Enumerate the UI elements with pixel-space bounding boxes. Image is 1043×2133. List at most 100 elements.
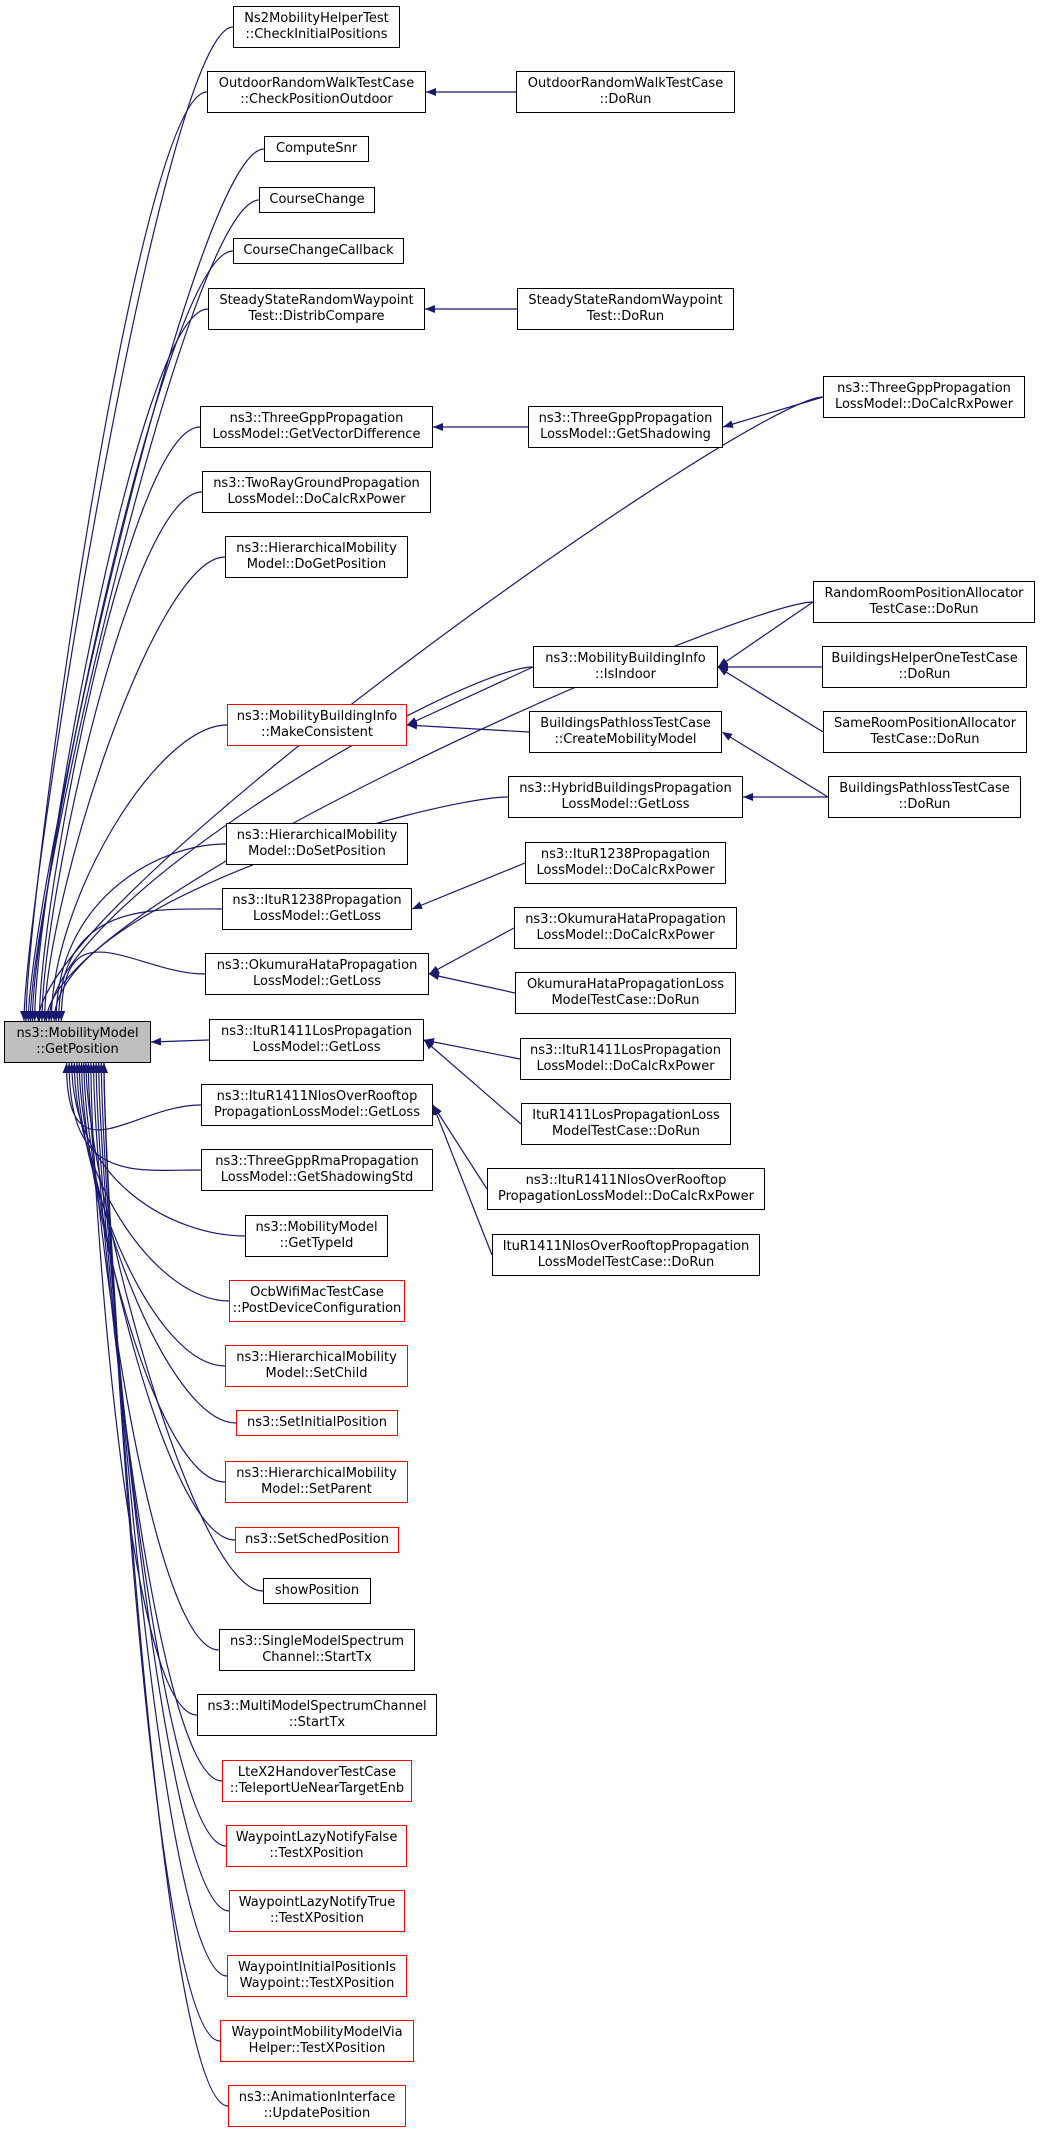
node-hierarchicalmobilitymodel-setparent[interactable]: ns3::HierarchicalMobility Model::SetPare… (225, 1461, 408, 1503)
node-coursechange[interactable]: CourseChange (259, 187, 375, 213)
edge-n23-to-root (72, 1062, 226, 1367)
node-waypointmobilitymodelviahelper-testxposition[interactable]: WaypointMobilityModelVia Helper::TestXPo… (220, 2020, 414, 2062)
node-ocbwifimactestcase-postdeviceconfiguration[interactable]: OcbWifiMacTestCase ::PostDeviceConfigura… (229, 1280, 405, 1322)
node-line-2: ::StartTx (288, 1715, 346, 1730)
node-steadystaterandomwaypointtest-dorun[interactable]: SteadyStateRandomWaypoint Test::DoRun (517, 288, 734, 330)
node-mobilitybuildinginfo-isindoor[interactable]: ns3::MobilityBuildingInfo ::IsIndoor (533, 646, 718, 688)
node-itur1411nlosoverrooftoppropagationlossmodel-getloss[interactable]: ns3::ItuR1411NlosOverRooftop Propagation… (201, 1084, 433, 1126)
node-ns2mobilityhelpertest-checkinitialpositions[interactable]: Ns2MobilityHelperTest ::CheckInitialPosi… (233, 6, 400, 48)
node-line-2: LossModel::GetShadowing (540, 427, 711, 442)
node-line-1: ns3::MultiModelSpectrumChannel (207, 1699, 427, 1714)
node-steadystaterandomwaypointtest-distribcompare[interactable]: SteadyStateRandomWaypoint Test::DistribC… (208, 288, 425, 330)
node-line-2: TestCase::DoRun (869, 602, 979, 617)
node-hybridbuildingspropagationlossmodel-getloss[interactable]: ns3::HybridBuildingsPropagation LossMode… (508, 776, 743, 818)
node-computesnr[interactable]: ComputeSnr (264, 136, 369, 162)
node-threegpppropagationlossmodel-docalcrxpower[interactable]: ns3::ThreeGppPropagation LossModel::DoCa… (823, 376, 1025, 418)
node-line-1: ns3::ItuR1411NlosOverRooftop (216, 1089, 418, 1104)
node-waypointinitialpositioniswaypoint-testxposition[interactable]: WaypointInitialPositionIs Waypoint::Test… (227, 1955, 407, 1997)
node-line-1: ns3::MobilityModel (16, 1026, 139, 1041)
node-mobilitybuildinginfo-makeconsistent[interactable]: ns3::MobilityBuildingInfo ::MakeConsiste… (227, 704, 407, 746)
node-itur1238propagationlossmodel-getloss[interactable]: ns3::ItuR1238Propagation LossModel::GetL… (222, 888, 412, 930)
edge-n17-to-root (57, 951, 206, 1022)
node-line-1: ns3::ItuR1411NlosOverRooftop (525, 1173, 727, 1188)
node-okumurahatapropagationlossmodel-getloss[interactable]: ns3::OkumuraHataPropagation LossModel::G… (205, 953, 429, 995)
node-itur1411nlosoverrooftoppropagationlossmodeltestcase-dorun[interactable]: ItuR1411NlosOverRooftopPropagation LossM… (492, 1234, 760, 1276)
node-okumurahatapropagationlossmodel-docalcrxpower[interactable]: ns3::OkumuraHataPropagation LossModel::D… (514, 907, 737, 949)
edge-n16-to-root (54, 908, 223, 1022)
node-line-2: ::GetPosition (36, 1042, 119, 1057)
node-line-2: LossModel::DoCalcRxPower (834, 397, 1014, 412)
node-ltex2handovertestcase-teleportuenneartargetenb[interactable]: LteX2HandoverTestCase ::TeleportUeNearTa… (222, 1760, 412, 1802)
node-buildingshelperonetestcase-dorun[interactable]: BuildingsHelperOneTestCase ::DoRun (822, 646, 1027, 688)
node-line-1: WaypointInitialPositionIs (237, 1960, 397, 1975)
edge-n7-to-root (34, 396, 824, 1022)
edge-n14b-to-n13b (721, 731, 829, 798)
node-line-1: LteX2HandoverTestCase (237, 1765, 397, 1780)
node-waypointlazynotifyfalse-testxposition[interactable]: WaypointLazyNotifyFalse ::TestXPosition (226, 1825, 407, 1867)
edge-n28-to-root (84, 1062, 220, 1651)
node-itur1411nlosoverrooftoppropagationlossmodel-docalcrxpower[interactable]: ns3::ItuR1411NlosOverRooftop Propagation… (487, 1168, 765, 1210)
edge-n25-to-root (77, 1062, 226, 1483)
node-sameroompositionallocatortestcase-dorun[interactable]: SameRoomPositionAllocator TestCase::DoRu… (823, 711, 1027, 753)
node-showposition[interactable]: showPosition (263, 1578, 371, 1604)
edge-n5-to-root (28, 250, 234, 1022)
node-outdoorrandomwalktestcase-dorun[interactable]: OutdoorRandomWalkTestCase ::DoRun (516, 71, 735, 113)
node-line-2: ::CheckInitialPositions (245, 27, 388, 42)
node-threegpprmapropagationlossmodel-getshadowingstd[interactable]: ns3::ThreeGppRmaPropagation LossModel::G… (201, 1149, 433, 1191)
node-multimodelspectrumchannel-starttx[interactable]: ns3::MultiModelSpectrumChannel ::StartTx (197, 1694, 437, 1736)
node-line-1: BuildingsPathlossTestCase (839, 781, 1010, 796)
edge-n19b-to-n19 (432, 1104, 488, 1190)
node-itur1238propagationlossmodel-docalcrxpower[interactable]: ns3::ItuR1238Propagation LossModel::DoCa… (525, 842, 726, 884)
node-buildingspathlosstestcase-dorun[interactable]: BuildingsPathlossTestCase ::DoRun (828, 776, 1021, 818)
node-line-1: WaypointMobilityModelVia (231, 2025, 403, 2040)
node-line-2: LossModel::GetLoss (253, 909, 381, 924)
node-itur1411lospropagationlossmodel-docalcrxpower[interactable]: ns3::ItuR1411LosPropagation LossModel::D… (520, 1038, 731, 1080)
node-line-2: ::CheckPositionOutdoor (240, 92, 393, 107)
node-line-2: LossModel::GetLoss (252, 1040, 381, 1055)
node-tworaygroundpropagationlossmodel-docalcrxpower[interactable]: ns3::TwoRayGroundPropagation LossModel::… (202, 471, 431, 513)
node-line-1: WaypointLazyNotifyTrue (238, 1895, 396, 1910)
node-coursechangecallback[interactable]: CourseChangeCallback (233, 238, 404, 264)
edge-n19c-to-n19 (432, 1104, 493, 1256)
edge-n26-to-root (79, 1062, 236, 1541)
node-line-2: LossModel::DoCalcRxPower (227, 492, 406, 507)
node-itur1411lospropagationlossmodeltestcase-dorun[interactable]: ItuR1411LosPropagationLoss ModelTestCase… (521, 1103, 731, 1145)
node-waypointlazynotifytrue-testxposition[interactable]: WaypointLazyNotifyTrue ::TestXPosition (229, 1890, 405, 1932)
edge-n2-to-root (22, 91, 208, 1022)
node-buildingspathlosstestcase-createmobilitymodel[interactable]: BuildingsPathlossTestCase ::CreateMobili… (529, 711, 722, 753)
node-line-1: ns3::OkumuraHataPropagation (525, 912, 726, 927)
node-threegpppropagationlossmodel-getvectordifference[interactable]: ns3::ThreeGppPropagation LossModel::GetV… (200, 406, 433, 448)
node-line-2: ModelTestCase::DoRun (551, 993, 700, 1008)
node-line-1: ns3::MobilityBuildingInfo (236, 709, 398, 724)
node-outdoorrandomwalktestcase-checkpositionoutdoor[interactable]: OutdoorRandomWalkTestCase ::CheckPositio… (207, 71, 426, 113)
node-singlemodelspectrumchannel-starttx[interactable]: ns3::SingleModelSpectrum Channel::StartT… (219, 1629, 415, 1671)
node-itur1411lospropagationlossmodel-getloss[interactable]: ns3::ItuR1411LosPropagation LossModel::G… (209, 1019, 424, 1061)
node-setinitialposition[interactable]: ns3::SetInitialPosition (236, 1410, 398, 1436)
node-line-2: PropagationLossModel::GetLoss (214, 1105, 420, 1120)
node-animationinterface-updateposition[interactable]: ns3::AnimationInterface ::UpdatePosition (228, 2085, 406, 2127)
node-line-1: ns3::ThreeGppPropagation (837, 381, 1011, 396)
node-line-1: Ns2MobilityHelperTest (244, 11, 389, 26)
node-root-mobilitymodel-getposition: ns3::MobilityModel ::GetPosition (4, 1021, 151, 1063)
edge-n20-to-root (65, 1062, 202, 1172)
node-line-1: ns3::TwoRayGroundPropagation (213, 476, 420, 491)
node-hierarchicalmobilitymodel-dosetposition[interactable]: ns3::HierarchicalMobility Model::DoSetPo… (226, 823, 408, 865)
node-line-2: ::MakeConsistent (261, 725, 373, 740)
node-line-1: SteadyStateRandomWaypoint (219, 293, 414, 308)
edge-n24-to-root (75, 1062, 237, 1424)
node-line-1: ns3::ItuR1411LosPropagation (529, 1043, 722, 1058)
node-setschedposition[interactable]: ns3::SetSchedPosition (235, 1527, 399, 1553)
node-line-2: ::TestXPosition (269, 1846, 364, 1861)
edge-n17b-to-n17 (428, 927, 515, 975)
node-threegpppropagationlossmodel-getshadowing[interactable]: ns3::ThreeGppPropagation LossModel::GetS… (528, 406, 723, 448)
node-line-2: LossModel::GetLoss (253, 974, 381, 989)
node-randomroompositionallocatortestcase-dorun[interactable]: RandomRoomPositionAllocator TestCase::Do… (813, 581, 1035, 623)
node-mobilitymodel-gettypeid[interactable]: ns3::MobilityModel ::GetTypeId (245, 1215, 388, 1257)
node-okumurahatapropagationlossmodeltestcase-dorun[interactable]: OkumuraHataPropagationLoss ModelTestCase… (515, 972, 736, 1014)
edge-n12c-to-n12 (717, 666, 824, 733)
node-line-2: ::DoRun (898, 667, 951, 682)
node-line-1: ns3::ThreeGppRmaPropagation (215, 1154, 419, 1169)
node-hierarchicalmobilitymodel-setchild[interactable]: ns3::HierarchicalMobility Model::SetChil… (225, 1345, 408, 1387)
edge-n9-to-root (38, 491, 203, 1022)
node-hierarchicalmobilitymodel-dogetposition[interactable]: ns3::HierarchicalMobility Model::DoGetPo… (225, 536, 408, 578)
